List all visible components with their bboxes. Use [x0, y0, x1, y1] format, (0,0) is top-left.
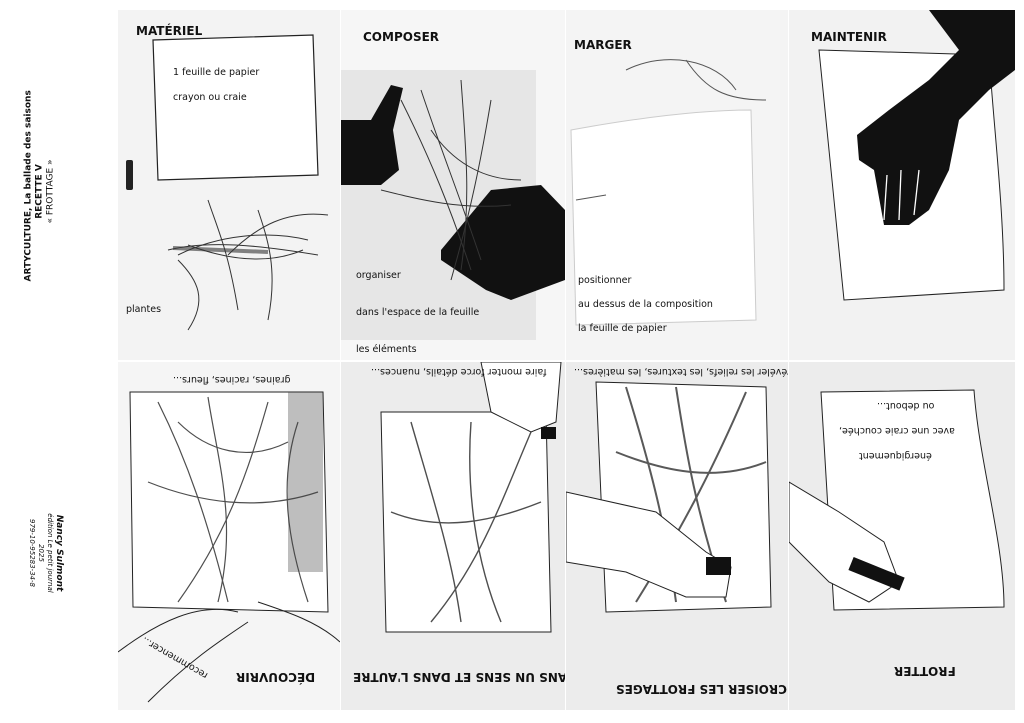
step-title: MATÉRIEL — [136, 24, 203, 38]
panel-maintenir: MAINTENIR — [789, 10, 1015, 360]
panel-frotter: FROTTER énergiquement avec une craie cou… — [789, 362, 1015, 710]
paper-positioning-illustration — [570, 59, 767, 326]
step-title: MAINTENIR — [811, 30, 887, 44]
crossing-rubbings-illustration — [566, 381, 772, 613]
recipe-name: « FROTTAGE » — [45, 159, 56, 224]
panel-decouvrir: DÉCOUVRIR graines, racines, fleurs... re… — [118, 362, 340, 710]
instruction-line: dans l'espace de la feuille — [356, 307, 480, 318]
composing-illustration — [341, 70, 565, 340]
panel-croiser: CROISER LES FROTTAGES pour révéler les r… — [566, 362, 788, 710]
step-title: DÉCOUVRIR — [236, 670, 316, 684]
rubbing-reveal-illustration — [118, 391, 340, 703]
step-title: CROISER LES FROTTAGES — [616, 682, 787, 696]
instruction-line: avec une craie couchée, — [839, 425, 955, 436]
panel-materiel: MATÉRIEL 1 feuille de papier crayon ou c… — [118, 10, 340, 360]
step-title: MARGER — [574, 38, 632, 52]
materials-illustration — [126, 34, 329, 331]
instruction-line: pour révéler les reliefs, les textures, … — [574, 366, 788, 377]
instruction-line: ou debout... — [877, 400, 935, 411]
credits: Nancy Sulmont édition Le petit journal 2… — [27, 498, 64, 608]
rubbing-both-directions-illustration — [380, 362, 562, 633]
instruction-line: énergiquement — [859, 450, 932, 461]
material-paper: 1 feuille de papier — [173, 67, 260, 78]
instruction-line: graines, racines, fleurs... — [173, 374, 291, 385]
recipe-title: ARTYCULTURE, La ballade des saisons RECE… — [24, 90, 57, 281]
author: Nancy Sulmont — [54, 514, 64, 592]
year: 2025 — [37, 544, 45, 562]
panel-marger: MARGER positionner au dessus de la compo… — [566, 10, 788, 360]
instruction-line: les éléments — [356, 344, 417, 355]
material-chalk: crayon ou craie — [173, 92, 247, 103]
step-title: DANS UN SENS ET DANS L'AUTRE — [353, 670, 565, 684]
edition: édition Le petit journal — [46, 513, 54, 593]
step-title: FROTTER — [894, 664, 956, 678]
panel-composer: COMPOSER organiser dans l'espace de la f… — [341, 10, 565, 360]
holding-paper-illustration — [818, 10, 1015, 301]
series-title: ARTYCULTURE, La ballade des saisons — [23, 90, 34, 282]
instruction-line: faire monter force détails, nuances... — [371, 366, 547, 377]
recipe-number: RECETTE V — [34, 164, 45, 219]
instruction-line: positionner — [578, 275, 632, 286]
instruction-line: organiser — [356, 270, 401, 281]
rubbing-chalk-illustration — [789, 389, 1005, 611]
instruction-line: la feuille de papier — [578, 323, 667, 334]
panel-dans-un-sens: DANS UN SENS ET DANS L'AUTRE faire monte… — [341, 362, 565, 710]
step-title: COMPOSER — [363, 30, 440, 44]
material-plants: plantes — [126, 304, 162, 315]
instruction-line: au dessus de la composition — [578, 299, 713, 310]
isbn: 979-10-95283-34-8 — [28, 518, 36, 587]
